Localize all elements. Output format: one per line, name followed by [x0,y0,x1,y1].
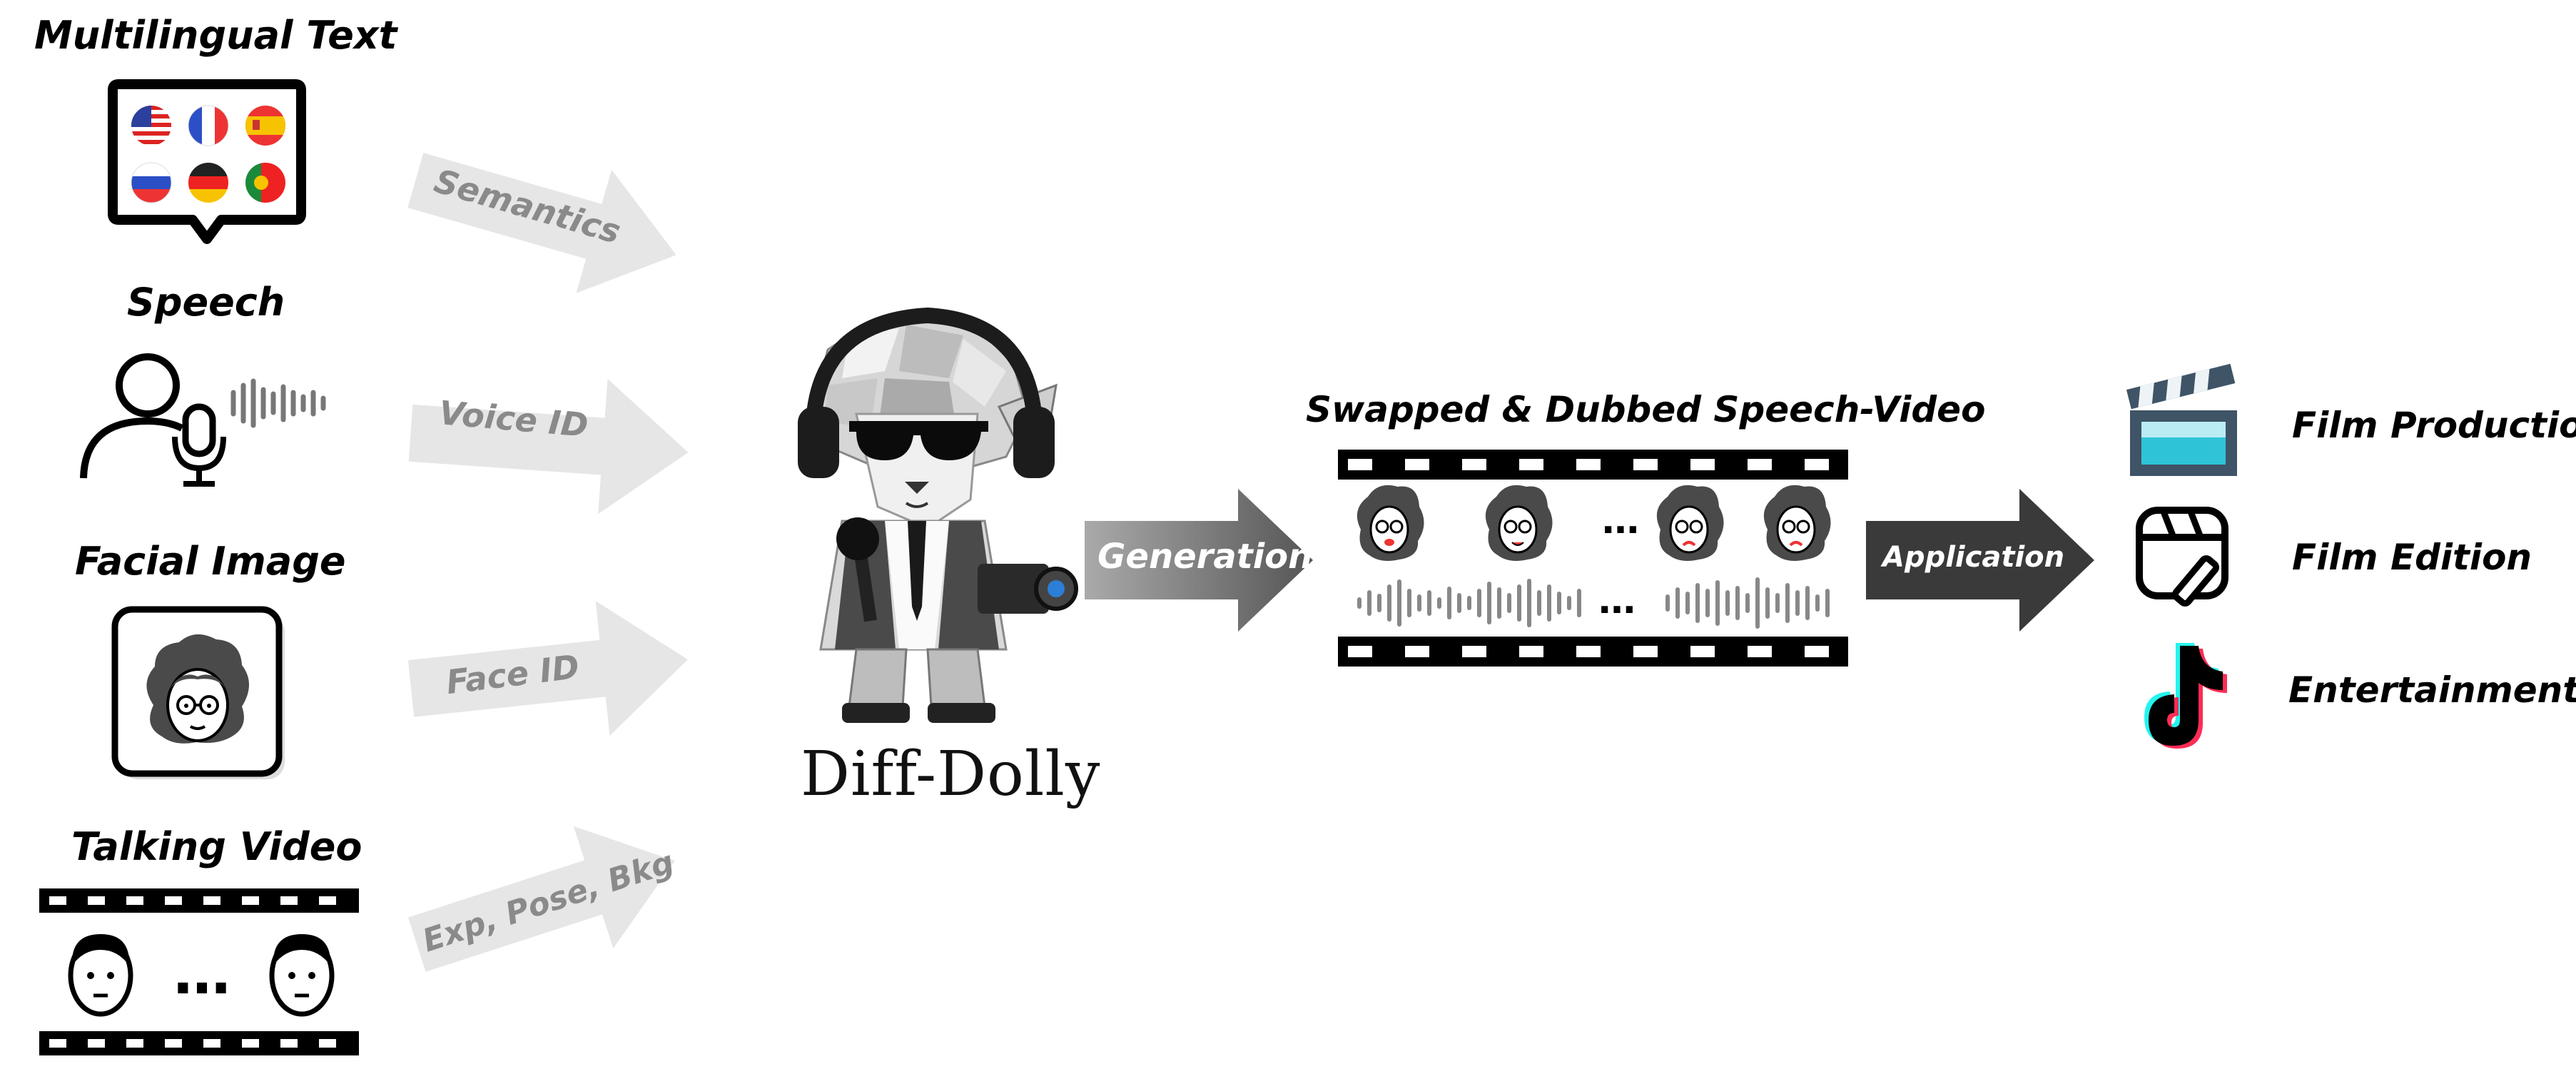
germany-flag-icon [188,163,228,203]
russia-flag-icon [131,162,172,203]
woman-face-icon [146,634,249,744]
face-id-arrow [407,601,688,736]
video-ellipsis: … [173,941,230,1007]
output-face-3 [1656,485,1724,561]
diff-dolly-mascot [798,307,1078,723]
output-faces-ellipsis: … [1602,500,1639,542]
application-label: Application [1882,541,2065,574]
generation-arrow [1085,489,1313,632]
output-face-2 [1485,485,1553,561]
output-title: Swapped & Dubbed Speech-Video [1306,389,1986,430]
facial-image-frame [111,606,285,779]
portugal-flag-icon [245,163,285,203]
film-edit-icon [2136,507,2228,607]
semantics-arrow [407,153,676,293]
us-flag-icon [131,106,171,146]
model-name: Diff-Dolly [801,739,1101,810]
application-arrow [1866,489,2094,632]
exp-pose-bkg-arrow [407,826,675,972]
film-edition-label: Film Edition [2292,537,2532,578]
france-flag-icon [188,105,229,146]
speech-title: Speech [127,280,285,325]
facial-image-title: Facial Image [75,539,346,584]
talking-video-title: Talking Video [71,824,362,869]
output-face-4 [1763,485,1831,561]
speech-icon [80,353,326,487]
spain-flag-icon [245,106,285,146]
man-face-icon-right [269,934,335,1017]
clapperboard-icon [2126,363,2237,476]
multilingual-flags-icon [108,79,306,244]
multilingual-text-title: Multilingual Text [34,13,397,58]
output-waveform-left [1357,579,1581,627]
tiktok-icon [2144,643,2227,749]
output-wave-ellipsis: … [1598,579,1636,622]
output-waveform-right [1665,577,1830,629]
talking-video-filmstrip [39,888,359,1055]
entertainment-label: Entertainment [2288,669,2576,711]
generation-label: Generation [1097,537,1313,577]
man-face-icon-left [68,934,133,1017]
output-filmstrip [1338,450,1848,667]
film-production-label: Film Production [2292,405,2576,446]
output-face-1 [1357,485,1424,561]
voice-id-arrow [408,378,689,515]
